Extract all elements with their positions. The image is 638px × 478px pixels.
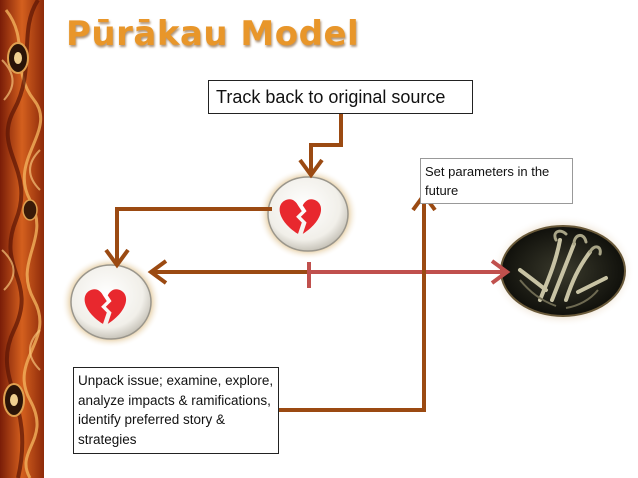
- arrow-heart-to-heart: [104, 207, 272, 269]
- tree-roots-image: [491, 215, 635, 327]
- left-heart-medallion: [61, 256, 161, 348]
- broken-heart-icon: [84, 289, 127, 324]
- set-parameters-box: Set parameters in the future: [420, 158, 573, 204]
- arrow-timeline-past: [147, 259, 309, 285]
- track-back-box: Track back to original source: [208, 80, 473, 114]
- carved-side-panel: [0, 0, 44, 478]
- slide-title: Pūrākau Model: [66, 14, 360, 54]
- broken-heart-icon: [279, 199, 322, 234]
- arrow-timeline-future: [309, 259, 511, 285]
- upper-heart-medallion: [258, 168, 358, 260]
- unpack-issue-box: Unpack issue; examine, explore, analyze …: [73, 367, 279, 454]
- arrow-track-to-heart: [298, 114, 343, 179]
